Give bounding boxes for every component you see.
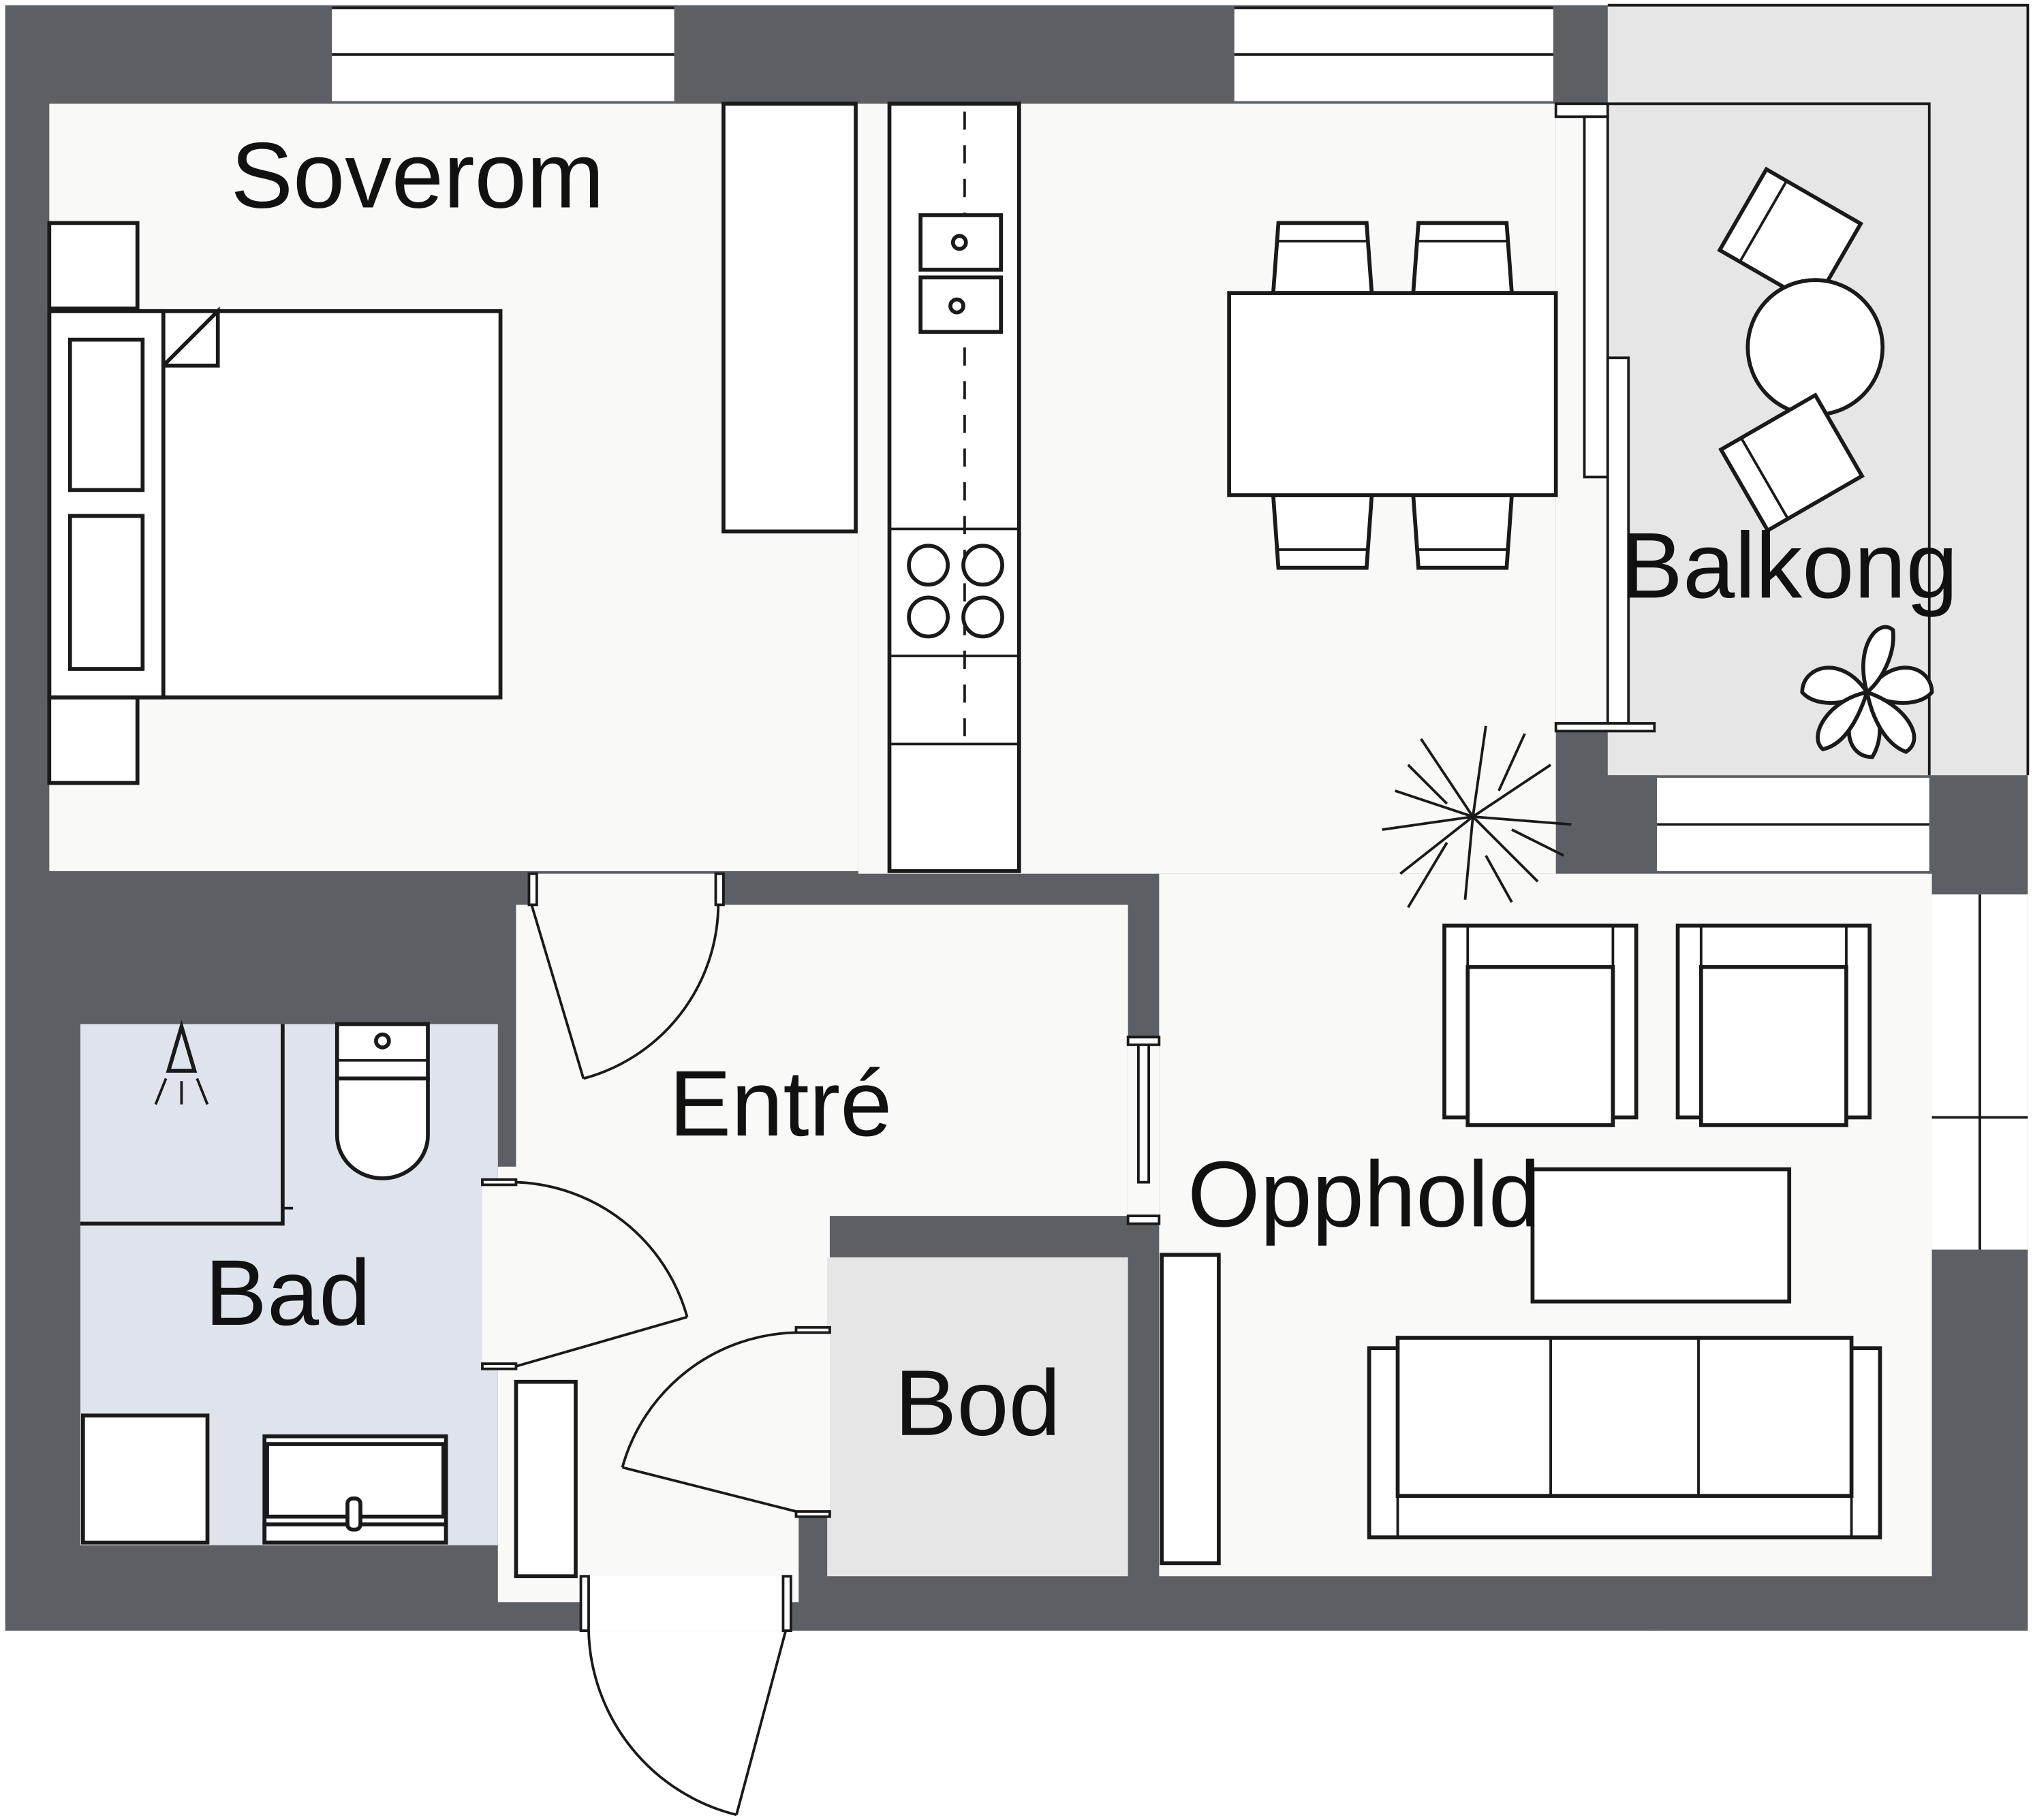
balcony-chair [1718, 392, 1865, 533]
balcony-railing [1607, 3, 2030, 776]
room-label-bad: Bad [205, 1241, 371, 1345]
hallway-floor [516, 905, 1128, 1217]
balcony-door [1554, 102, 1656, 733]
bed [47, 221, 503, 785]
toilet-icon [335, 1022, 430, 1180]
dining-chair [1271, 493, 1374, 570]
room-label-bod: Bod [895, 1351, 1061, 1456]
plant-icon [1800, 625, 1934, 759]
washing-machine [80, 1413, 210, 1545]
room-label-balkong: Balkong [1621, 514, 1958, 618]
coffee-table [1530, 1167, 1792, 1304]
wardrobe [721, 101, 858, 534]
windows [332, 6, 2028, 1250]
door-bathroom [481, 1178, 689, 1370]
armchair [1442, 923, 1639, 1127]
opening-living [1126, 1035, 1161, 1225]
door-entry [579, 1575, 792, 1817]
window-living [1234, 6, 1553, 101]
dining-chair [1411, 221, 1515, 295]
kitchen-counter [887, 101, 1021, 873]
window-right [1931, 894, 2028, 1250]
plant-icon [1382, 725, 1572, 909]
window-bedroom [332, 6, 674, 101]
door-storage [621, 1325, 831, 1518]
dining-chair [1271, 221, 1374, 295]
sofa [1367, 1336, 1882, 1539]
sink-icon [262, 1434, 448, 1545]
balcony-chair [1717, 166, 1863, 307]
dining-chair [1411, 493, 1515, 570]
dining-table [1227, 291, 1558, 497]
room-label-opphold: Opphold [1188, 1142, 1540, 1246]
doors [481, 872, 1161, 1817]
stove-icon [907, 544, 1004, 639]
shower [80, 1020, 294, 1226]
storage-floor [827, 1257, 1128, 1577]
window-living-lower [1657, 777, 1929, 871]
hallway-wardrobe [514, 1379, 578, 1579]
tv-bench [1160, 1253, 1221, 1565]
balcony-furniture [1717, 166, 1885, 533]
room-label-entre: Entré [669, 1052, 893, 1156]
room-labels: Soverom Balkong Entré Opphold Bad Bod [205, 124, 1958, 1456]
room-label-soverom: Soverom [231, 124, 604, 228]
dining-set [1227, 221, 1558, 570]
shower-head-icon [154, 1020, 209, 1105]
door-bedroom [527, 872, 725, 1080]
armchair [1675, 923, 1872, 1127]
